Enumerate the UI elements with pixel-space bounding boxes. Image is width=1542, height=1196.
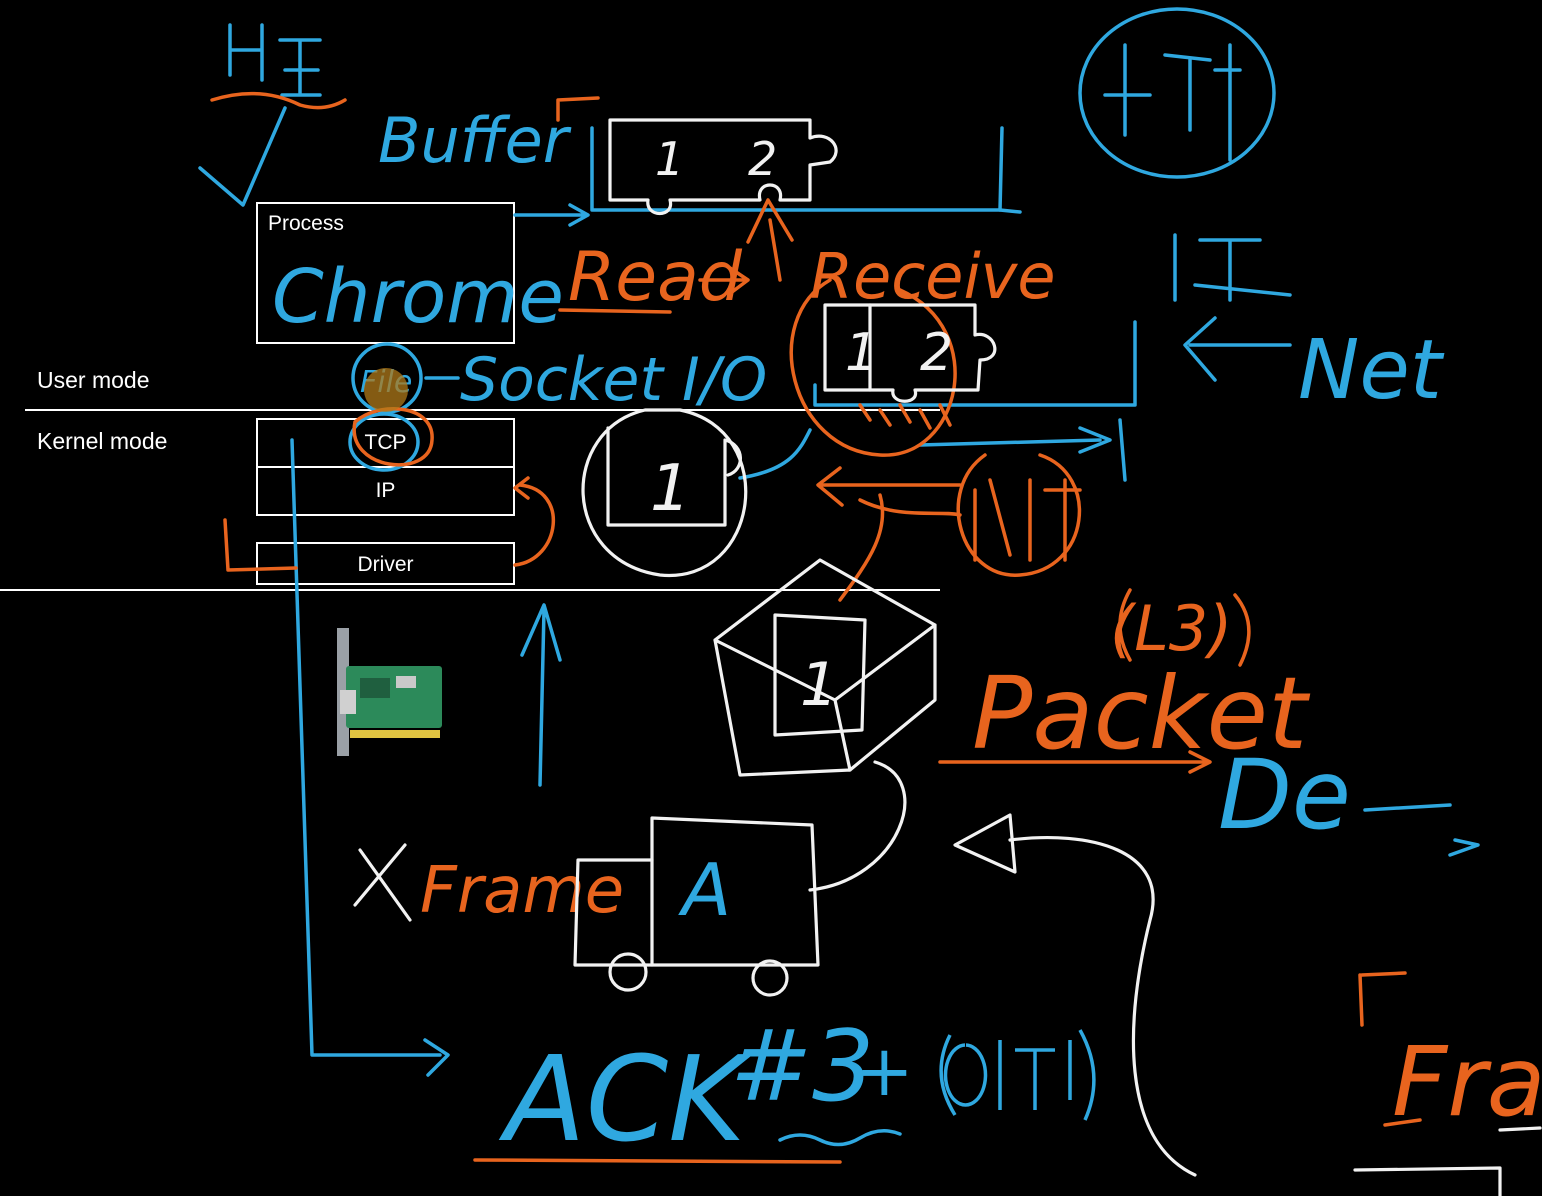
ip-box (256, 466, 515, 516)
plus-text: + (855, 1030, 914, 1112)
receive-chunk-2-text: 2 (920, 323, 953, 383)
x-mark (353, 843, 412, 922)
ip-driver-curve (513, 476, 556, 567)
ack-number-text: #3 (730, 1010, 874, 1124)
process-to-buffer-arrow (513, 203, 590, 227)
network-card-image (337, 628, 442, 756)
packet-text: Packet (972, 655, 1311, 772)
net-text: Net (1298, 323, 1445, 418)
receive-text: Receive (810, 240, 1056, 313)
chunk-circle-piece (606, 426, 742, 527)
receive-circle (789, 278, 957, 457)
frame-right-bracket (1358, 971, 1407, 1027)
ack-text: ACK (498, 1030, 754, 1168)
truck-body (650, 816, 820, 967)
buffer-container (590, 126, 1004, 212)
chunk-1-text: 1 (655, 132, 684, 186)
parcel-chunk (773, 613, 867, 737)
puzzle-piece-receive (823, 303, 997, 403)
circle-chunk-1-text: 1 (650, 452, 691, 526)
circle-top-right (1078, 7, 1276, 179)
chunk-circle (581, 408, 748, 577)
truck-wheel-back (751, 959, 789, 997)
driver-label: Driver (357, 553, 414, 576)
truck-letter: A (678, 848, 731, 932)
parcel-chunk-1-text: 1 (800, 650, 838, 720)
chunk-2-text: 2 (748, 132, 777, 186)
process-label: Process (268, 212, 344, 235)
chrome-text: Chrome (272, 254, 564, 340)
puzzle-piece-top (608, 118, 838, 215)
de-dash (1363, 803, 1480, 857)
packet-underline (938, 750, 1212, 774)
read-underline (558, 308, 672, 314)
receive-buffer-container (813, 320, 1137, 407)
kernel-mode-label: Kernel mode (37, 428, 168, 454)
frame-x-overlay (1383, 1118, 1422, 1127)
l3-text: (L3) (1110, 592, 1232, 665)
user-mode-label: User mode (37, 367, 150, 393)
korean-scribble-topleft (228, 23, 322, 97)
truck-wheel-front (608, 952, 648, 992)
parcel-box (713, 558, 937, 777)
socket-io-text: Socket I/O (460, 345, 767, 415)
receive-outline-right (918, 418, 1127, 482)
packet-to-buffer-line (838, 493, 885, 602)
l3-paren (1118, 588, 1251, 667)
buffer-text: Buffer (378, 104, 572, 177)
truck-cab (573, 858, 654, 967)
ack-underline (473, 1158, 842, 1164)
up-arrow (520, 603, 562, 787)
read-receive-arrow (698, 266, 750, 294)
orange-bracket-top (556, 96, 600, 122)
bottom-right-box (1353, 1126, 1542, 1196)
orange-underline-top (210, 91, 347, 110)
ack-squiggle (778, 1129, 902, 1147)
tcp-label: TCP (364, 431, 407, 454)
frame-right-text: Frame (1392, 1026, 1542, 1138)
net-arrow (1183, 316, 1292, 382)
ack-paren-korean (939, 1029, 1096, 1121)
korean-circle-inner (973, 478, 1082, 562)
tcp-circle (348, 412, 420, 472)
file-highlight-dot (364, 368, 408, 412)
frame-text: Frame (420, 854, 624, 928)
read-text: Read (568, 238, 743, 317)
check-mark (198, 106, 287, 207)
de-text: De (1218, 739, 1351, 851)
parcel-to-truck-curve (808, 760, 907, 892)
flow-line-to-ack (290, 438, 450, 1077)
receive-buffer-orange-arrow (816, 466, 962, 517)
ip-label: IP (375, 479, 396, 502)
receive-dashes (858, 403, 952, 430)
driver-box (256, 542, 515, 585)
return-arrow (953, 813, 1197, 1177)
up-arrow-orange (746, 198, 794, 282)
tcp-buffer-curve (738, 428, 812, 480)
l2-mark (223, 518, 298, 572)
file-circle (351, 342, 423, 414)
receive-chunk-1-text: 1 (845, 323, 878, 383)
